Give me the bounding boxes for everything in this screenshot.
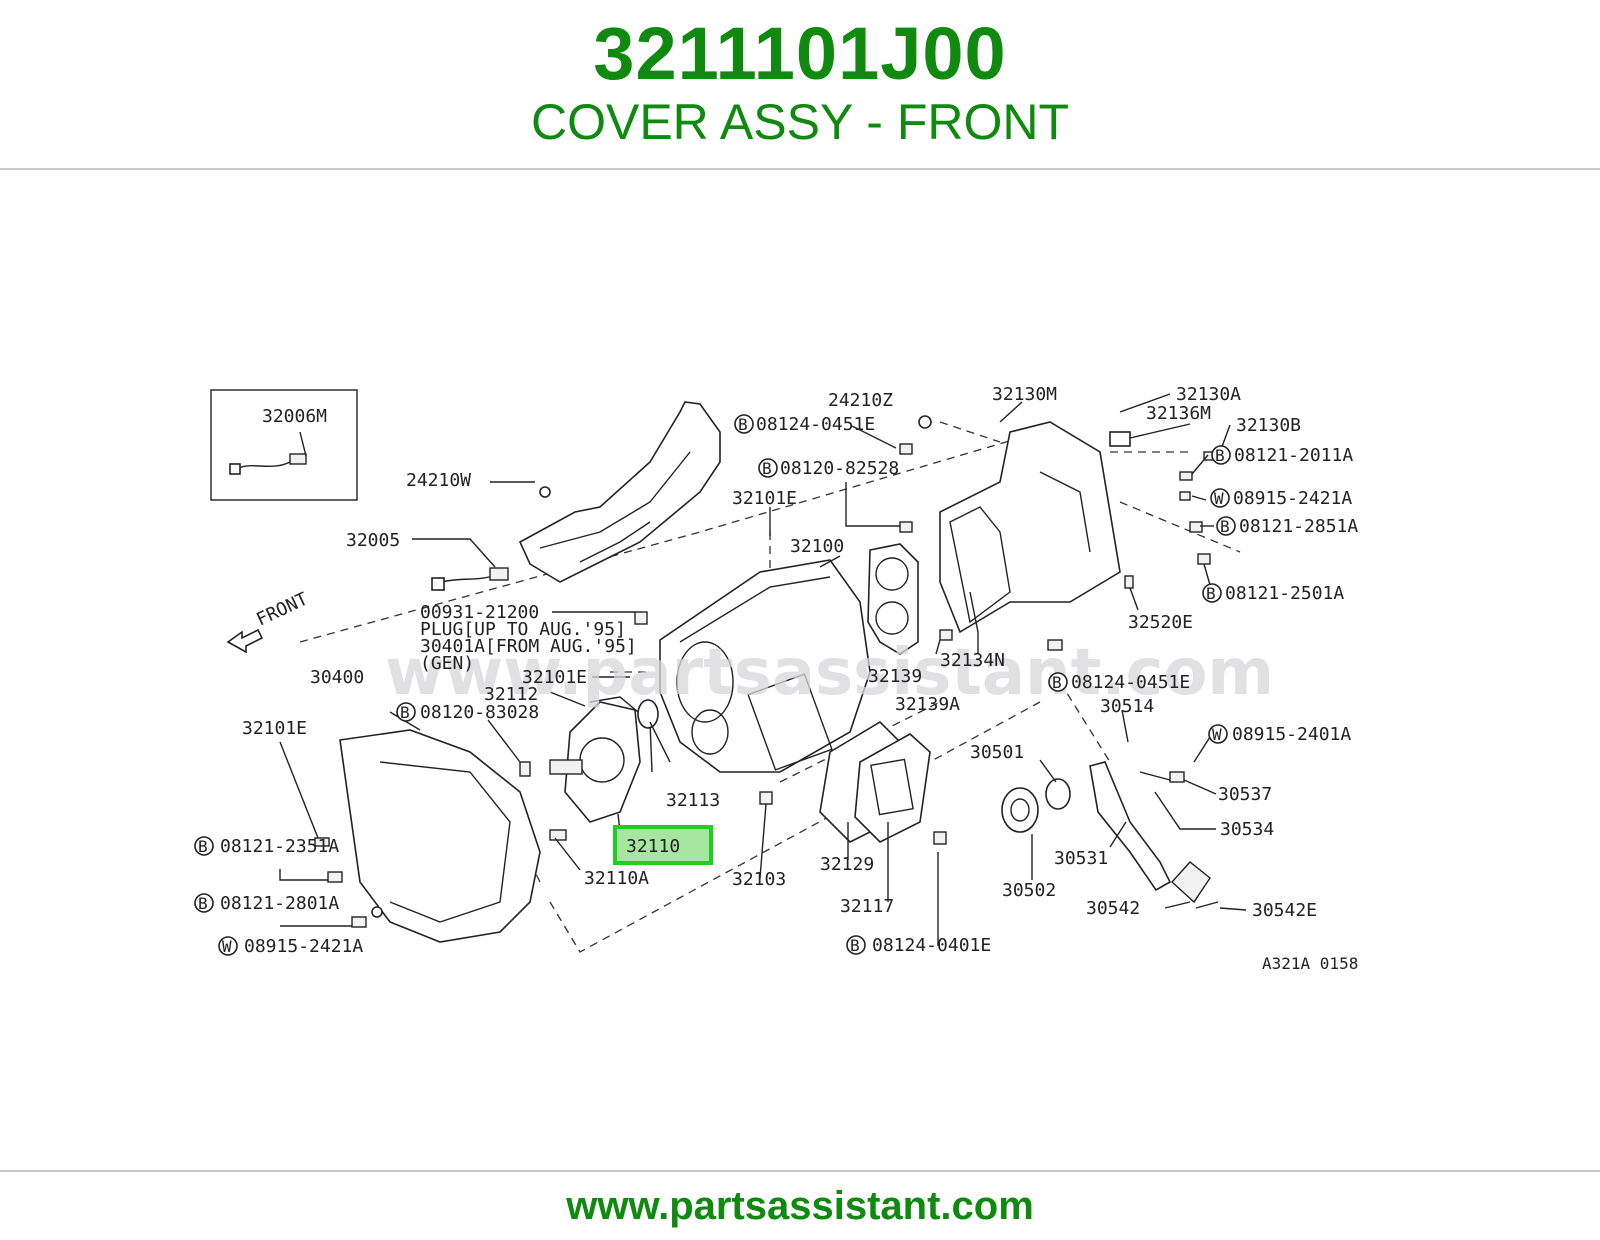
page-header: 3211101J00 COVER ASSY - FRONT [0,0,1600,168]
label-08915-2421A-left: 08915-2421A [244,936,363,957]
label-08121-2801A: 08121-2801A [220,893,339,914]
label-30400: 30400 [310,667,364,688]
label-32103: 32103 [732,869,786,890]
bolt-badge: B [194,836,214,856]
svg-text:W: W [1214,489,1224,508]
label-00931-21200: 00931-21200 [420,602,539,623]
svg-text:W: W [1212,725,1222,744]
label-24210Z: 24210Z [828,390,893,411]
label-32139A: 32139A [895,694,960,715]
label-32117: 32117 [840,896,894,917]
svg-text:B: B [1220,517,1230,536]
label-32005: 32005 [346,530,400,551]
diagram-watermark: www.partsassistant.com [385,636,1274,710]
label-08121-2351A: 08121-2351A [220,836,339,857]
release-bearing-30501-30502 [1001,778,1071,833]
label-08120-83028: 08120-83028 [420,702,539,723]
label-32101E-left: 32101E [242,718,307,739]
inset-sensor-box: 32006M [210,389,358,501]
svg-text:B: B [738,415,748,434]
label-08915-2401A: 08915-2401A [1232,724,1351,745]
upper-housing-outline [518,401,721,583]
rear-extension-32130M [939,421,1121,634]
front-cover-32110 [549,696,659,823]
label-08915-2421A-right: 08915-2421A [1233,488,1352,509]
bolt-badge: B [758,458,778,478]
highlighted-part-label[interactable]: 32110 [626,836,680,857]
gasket-32139 [867,543,919,655]
washer-badge: W [1208,724,1228,744]
label-32100: 32100 [790,536,844,557]
label-32129: 32129 [820,854,874,875]
label-30502: 30502 [1002,880,1056,901]
footer-website-link[interactable]: www.partsassistant.com [566,1184,1034,1228]
svg-text:B: B [762,459,772,478]
label-32101E-top: 32101E [732,488,797,509]
bolt-washer-badges: B B B W B B B W B B B W B [194,414,1236,956]
label-32139: 32139 [868,666,922,687]
svg-text:B: B [1206,584,1216,603]
exploded-parts-diagram: 32006M [180,342,1420,1010]
label-30501: 30501 [970,742,1024,763]
label-32520E: 32520E [1128,612,1193,633]
figure-code: A321A 0158 [1262,954,1358,973]
label-32110A: 32110A [584,868,649,889]
footer-divider [0,1170,1600,1172]
label-30537: 30537 [1218,784,1272,805]
svg-text:B: B [198,894,208,913]
label-08121-2851A: 08121-2851A [1239,516,1358,537]
label-32130M: 32130M [992,384,1057,405]
label-08124-0451E-right: 08124-0451E [1071,672,1190,693]
label-24210W: 24210W [406,470,471,491]
label-08120-82528: 08120-82528 [780,458,899,479]
label-30534: 30534 [1220,819,1274,840]
inset-part-label: 32006M [262,406,327,427]
leader-lines [279,393,1247,946]
withdrawal-lever-30531 [1089,761,1219,909]
shift-cover-32129-32117 [819,720,931,843]
part-number-title: 3211101J00 [593,12,1007,95]
svg-text:B: B [400,703,410,722]
label-08124-0451E-top: 08124-0451E [756,414,875,435]
bolt-badge: B [734,414,754,434]
bolt-badge: B [194,893,214,913]
label-30542E: 30542E [1252,900,1317,921]
svg-text:W: W [222,937,232,956]
washer-badge: W [1210,488,1230,508]
bolt-badge: B [1202,583,1222,603]
label-30514: 30514 [1100,696,1154,717]
label-32134N: 32134N [940,650,1005,671]
svg-text:B: B [1215,446,1225,465]
label-32113: 32113 [666,790,720,811]
header-divider [0,168,1600,170]
bolt-badge: B [846,935,866,955]
bolt-badge: B [1216,516,1236,536]
label-plug-line2: 30401A[FROM AUG.'95] [420,636,637,657]
svg-text:B: B [850,936,860,955]
label-32112: 32112 [484,684,538,705]
bolt-badge: B [1211,445,1231,465]
label-08121-2011A: 08121-2011A [1234,445,1353,466]
transmission-case-32100 [659,559,871,773]
label-32101E-mid: 32101E [522,667,587,688]
label-08121-2501A: 08121-2501A [1225,583,1344,604]
speed-sensor-32005 [431,567,509,591]
label-30531: 30531 [1054,848,1108,869]
svg-text:B: B [1052,673,1062,692]
washer-badge: W [218,936,238,956]
label-08124-0401E: 08124-0401E [872,935,991,956]
label-plug-line1: PLUG[UP TO AUG.'95] [420,619,626,640]
label-plug-line3: (GEN) [420,653,474,674]
part-labels: 24210W 32005 24210Z 08124-0451E 08120-82… [220,384,1358,973]
label-30542: 30542 [1086,898,1140,919]
svg-text:B: B [198,837,208,856]
bolt-badge: B [1048,672,1068,692]
label-32130B: 32130B [1236,415,1301,436]
highlighted-part-box[interactable] [613,825,713,865]
bolt-badge: B [396,702,416,722]
part-name-subtitle: COVER ASSY - FRONT [530,94,1070,150]
label-32136M: 32136M [1146,403,1211,424]
label-32130A: 32130A [1176,384,1241,405]
